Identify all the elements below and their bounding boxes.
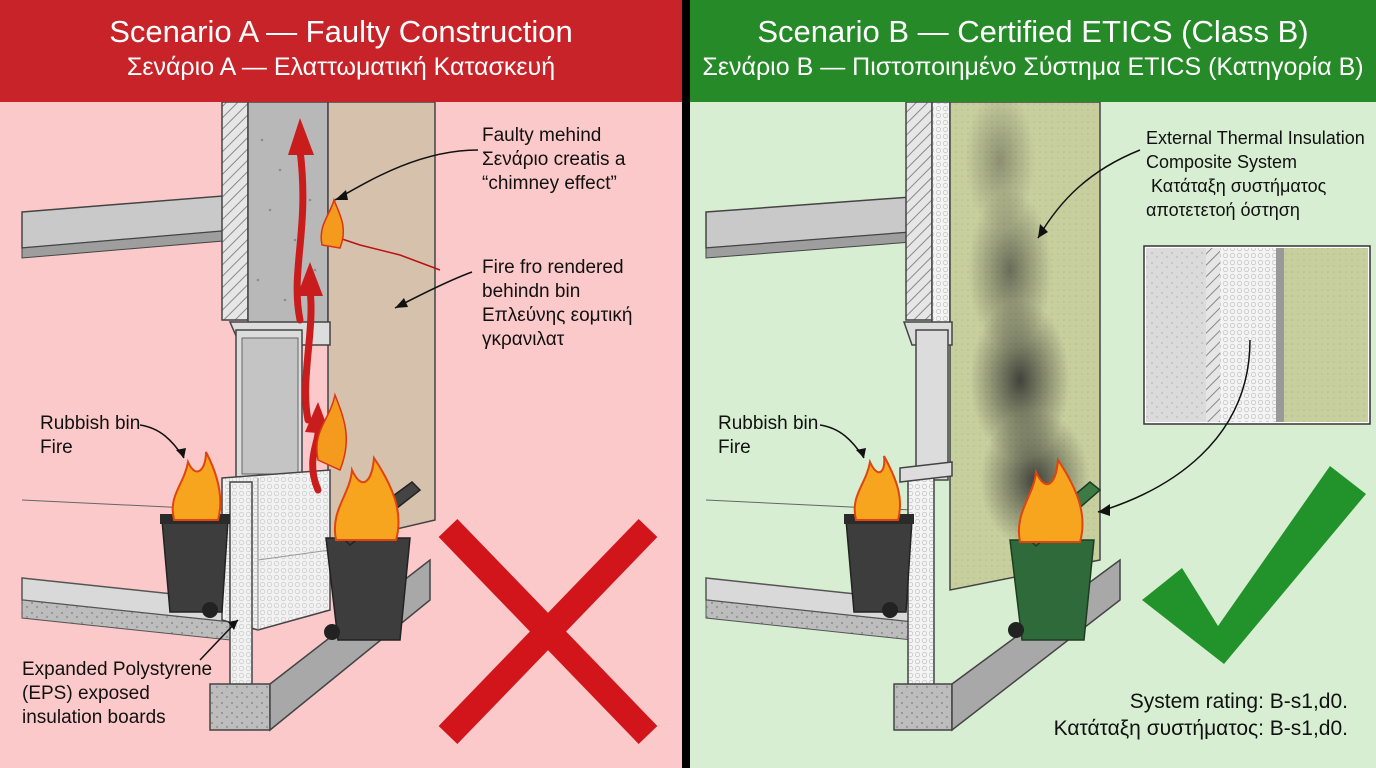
cavity-flame-icon bbox=[320, 197, 345, 249]
etics-layer-inset bbox=[1143, 245, 1371, 425]
callout-line: Fire fro rendered bbox=[482, 257, 624, 278]
callout-line: Κατάταξη συστήματος bbox=[1146, 176, 1327, 196]
check-mark-icon bbox=[1142, 466, 1366, 664]
foundation-plinth bbox=[209, 683, 271, 731]
render-board bbox=[327, 101, 436, 546]
chimney-effect-arrows bbox=[293, 146, 322, 494]
callout-line: Σενάριο creatis a bbox=[482, 149, 626, 170]
bin-fire-flame-icon bbox=[853, 455, 902, 521]
callout-line: Composite System bbox=[1146, 152, 1298, 172]
rubbish-bin-right bbox=[1009, 539, 1095, 641]
system-rating-el: Κατάταξη συστήματος: B-s1,d0. bbox=[1053, 717, 1348, 740]
callout-line: αποτετετοή όστηση bbox=[1146, 200, 1300, 220]
scenario-b-subtitle: Σενάριο Β — Πιστοποιημένο Σύστημα ETICS … bbox=[702, 53, 1364, 81]
callout-line: External Thermal Insulation bbox=[1146, 128, 1365, 148]
masonry-wall bbox=[221, 101, 249, 321]
callout-line: Faulty mehind bbox=[482, 125, 602, 146]
scenario-b-header: Scenario B — Certified ETICS (Class B) Σ… bbox=[690, 0, 1376, 102]
callout-line: Rubbish bin bbox=[718, 413, 819, 434]
scenario-b-illustration bbox=[705, 90, 1371, 732]
callout-line: γκρανιλατ bbox=[482, 329, 565, 350]
eps-callout: Expanded Polystyrene (EPS) exposed insul… bbox=[22, 658, 212, 730]
cross-mark-icon bbox=[438, 518, 658, 745]
rubbish-bin-left bbox=[845, 519, 913, 613]
system-rating: System rating: B-s1,d0. Κατάταξη συστήμα… bbox=[1054, 688, 1348, 742]
scenario-a-subtitle: Σενάριο Α — Ελαττωματική Κατασκευή bbox=[126, 53, 556, 81]
rubbish-bin-left bbox=[161, 519, 229, 613]
callout-line: insulation boards bbox=[22, 707, 166, 728]
callout-line: (EPS) exposed bbox=[22, 683, 150, 704]
scenario-b-panel: Scenario B — Certified ETICS (Class B) Σ… bbox=[690, 0, 1376, 768]
rubbish-bin-callout: Rubbish bin Fire bbox=[718, 412, 818, 460]
scenario-b-title: Scenario B — Certified ETICS (Class B) bbox=[757, 14, 1309, 49]
callout-line: behindn bin bbox=[482, 281, 581, 302]
system-rating-en: System rating: B-s1,d0. bbox=[1129, 690, 1348, 713]
scenario-a-header: Scenario A — Faulty Construction Σενάριο… bbox=[0, 0, 682, 102]
panel-divider bbox=[682, 0, 690, 768]
masonry-wall bbox=[905, 101, 933, 321]
fire-spread-callout: Fire fro rendered behindn bin Επλεύνης ε… bbox=[482, 256, 632, 352]
foundation-plinth bbox=[893, 683, 953, 731]
scenario-a-illustration bbox=[21, 101, 658, 745]
callout-line: Fire bbox=[40, 437, 73, 458]
callout-line: “chimney effect” bbox=[482, 173, 617, 194]
scenario-a-panel: Scenario A — Faulty Construction Σενάριο… bbox=[0, 0, 682, 768]
rubbish-bin-right bbox=[325, 537, 411, 641]
scenario-a-title: Scenario A — Faulty Construction bbox=[109, 14, 573, 49]
callout-line: Rubbish bin bbox=[40, 413, 141, 434]
callout-line: Expanded Polystyrene bbox=[22, 659, 213, 680]
window-frame bbox=[915, 329, 949, 481]
etics-callout: External Thermal Insulation Composite Sy… bbox=[1146, 126, 1365, 222]
chimney-effect-callout: Faulty mehind Σενάριο creatis a “chimney… bbox=[482, 124, 625, 196]
rubbish-bin-callout: Rubbish bin Fire bbox=[40, 412, 140, 460]
callout-line: Επλεύνης εομτική bbox=[482, 305, 633, 326]
etics-insulation bbox=[907, 477, 935, 689]
bin-fire-flame-icon bbox=[171, 451, 222, 521]
callout-line: Fire bbox=[718, 437, 751, 458]
